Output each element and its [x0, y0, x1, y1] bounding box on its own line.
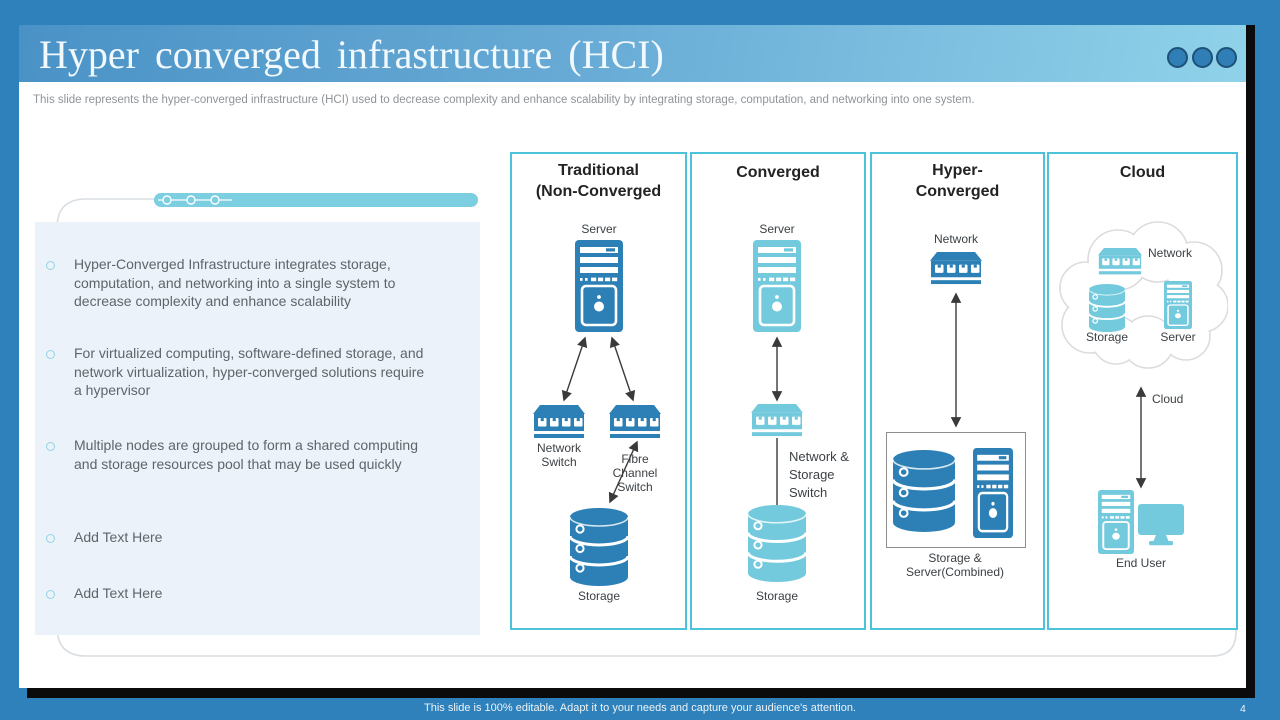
storage-label: Storage	[755, 589, 799, 603]
header-band	[19, 25, 1246, 82]
bullet-item: Multiple nodes are grouped to form a sha…	[74, 437, 418, 472]
bullet-item: Hyper-Converged Infrastructure integrate…	[74, 256, 396, 309]
network-label: Network	[1148, 246, 1193, 260]
storage-icon	[570, 508, 628, 586]
column-title-hyper: Hyper- Converged	[915, 162, 1000, 200]
storage-icon	[748, 505, 806, 582]
timeline-circles-icon	[158, 195, 232, 205]
storage-icon	[1089, 284, 1125, 332]
bullet-marker-icon	[46, 590, 55, 599]
network-switch-icon	[533, 405, 585, 440]
storage-label: Storage	[1085, 330, 1129, 344]
fibre-channel-switch-label: Fibre Channel Switch	[612, 452, 658, 494]
network-label: Network	[933, 232, 978, 246]
server-icon	[753, 240, 801, 332]
network-switch-icon	[930, 252, 982, 286]
server-label: Server	[759, 222, 795, 236]
storage-label: Storage	[577, 589, 621, 603]
server-icon	[1164, 281, 1192, 329]
slide-subtitle: This slide represents the hyper-converge…	[33, 94, 975, 106]
decorative-dot-icon	[1216, 47, 1237, 68]
slide-shadow-right	[1246, 25, 1255, 698]
page-title: Hyper converged infrastructure (HCI)	[39, 32, 664, 77]
network-switch-label: Network Switch	[536, 441, 581, 469]
page-number: 4	[1240, 703, 1246, 715]
storage-icon	[893, 450, 955, 532]
bullet-item: For virtualized computing, software-defi…	[74, 345, 425, 398]
network-storage-switch-icon	[751, 404, 803, 438]
server-label: Server	[581, 222, 617, 236]
slide-shadow-bottom	[27, 688, 1255, 698]
network-switch-icon	[1098, 248, 1142, 276]
end-user-monitor-icon	[1138, 504, 1184, 546]
bullet-marker-icon	[46, 442, 55, 451]
bullet-marker-icon	[46, 350, 55, 359]
bullet-marker-icon	[46, 534, 55, 543]
server-icon	[973, 448, 1013, 538]
server-icon	[575, 240, 623, 332]
decorative-dot-icon	[1167, 47, 1188, 68]
footer-note: This slide is 100% editable. Adapt it to…	[424, 702, 856, 714]
bullet-item-placeholder[interactable]: Add Text Here	[74, 529, 163, 545]
bullet-item-placeholder[interactable]: Add Text Here	[74, 585, 163, 601]
column-title-converged: Converged	[736, 164, 820, 181]
timeline-bar-decoration	[154, 193, 478, 207]
fibre-channel-switch-icon	[609, 405, 661, 440]
cloud-link-label: Cloud	[1152, 392, 1184, 406]
server-label: Server	[1160, 330, 1196, 344]
storage-server-combined-label: Storage & Server(Combined)	[905, 551, 1005, 579]
end-user-label: End User	[1115, 556, 1167, 570]
bullet-marker-icon	[46, 261, 55, 270]
cloud-shape-icon	[1059, 221, 1228, 369]
network-storage-switch-label: Network & Storage Switch	[789, 449, 849, 500]
column-title-cloud: Cloud	[1119, 164, 1166, 181]
decorative-dot-icon	[1192, 47, 1213, 68]
column-title-traditional: Traditional (Non-Converged	[535, 162, 662, 200]
end-user-pc-icon	[1098, 490, 1134, 554]
